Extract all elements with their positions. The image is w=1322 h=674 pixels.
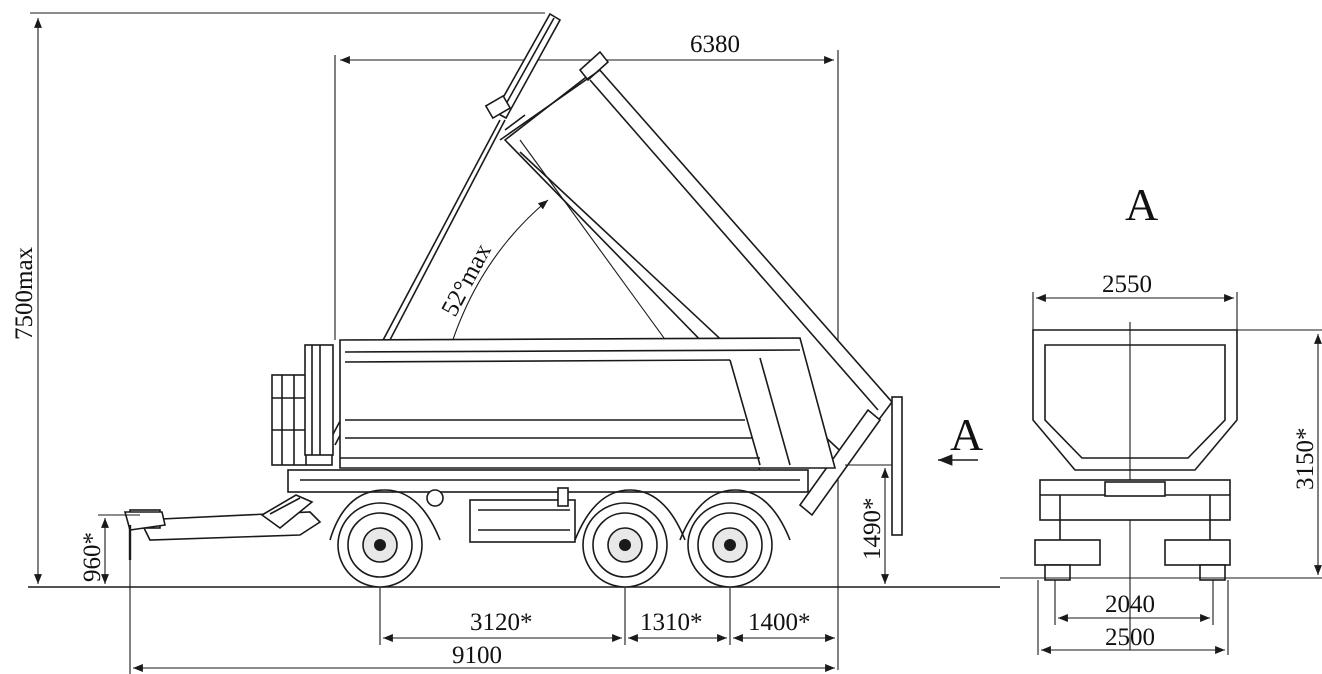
section-view: A 2550 3150* 2040 2500 — [1000, 179, 1322, 655]
side-view: 7500max 6380 — [11, 12, 1000, 674]
rear-overhang-label: 1400* — [748, 609, 811, 636]
overall-width-label: 2500 — [1105, 624, 1155, 651]
rear-wheel — [679, 489, 791, 588]
chassis-frame — [287, 469, 809, 543]
section-title: A — [1125, 179, 1158, 230]
front-wheel — [329, 489, 441, 588]
body-length-dimension: 6380 — [334, 31, 839, 670]
tilt-angle-label: 52°max — [436, 239, 497, 321]
overall-length-dimension: 9100 — [129, 560, 835, 674]
section-arrow: A — [938, 409, 983, 466]
drawbar-height-label: 960* — [79, 532, 106, 582]
hydraulic-cylinder — [329, 12, 562, 446]
max-height-dimension: 7500max — [11, 12, 545, 584]
section-arrow-label: A — [950, 409, 983, 460]
overall-length-label: 9100 — [452, 642, 502, 669]
body-length-label: 6380 — [690, 31, 740, 58]
drawbar — [123, 494, 322, 560]
section-height-label: 3150* — [1292, 428, 1319, 491]
platform-height-dimension: 1490* — [845, 464, 892, 584]
drawbar-height-dimension: 960* — [79, 514, 140, 584]
axle-dimensions: 3120* 1310* 1400* — [379, 588, 835, 645]
middle-wheel — [574, 489, 686, 588]
platform-height-label: 1490* — [859, 498, 886, 561]
max-height-label: 7500max — [11, 246, 38, 340]
track-inner-label: 2040 — [1105, 591, 1155, 618]
lowered-body — [271, 337, 837, 469]
wheelbase-label: 3120* — [470, 609, 533, 636]
axle-spacing-label: 1310* — [640, 609, 703, 636]
body-width-label: 2550 — [1102, 271, 1152, 298]
